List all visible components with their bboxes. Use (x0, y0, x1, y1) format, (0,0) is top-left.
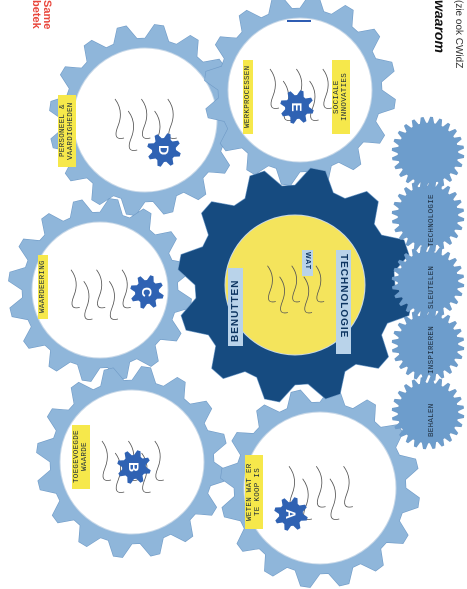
gear-c-letter: C (139, 286, 155, 298)
side-gear-caption-4: TECHNOLOGIE (428, 194, 436, 247)
side-gear-caption-2: INSPIREREN (428, 326, 436, 375)
gear-a-letter: A (283, 508, 299, 520)
side-title: waarom (432, 0, 448, 53)
sketch-center (267, 265, 325, 314)
gear-b-letter: B (126, 461, 142, 473)
gear-a-caption: WETEN WAT ER TE KOOP IS (245, 455, 263, 529)
gear-e-badge (280, 90, 314, 124)
gear-b-badge (117, 450, 151, 484)
side-gear-2 (391, 308, 465, 382)
gear-d-caption: PERSONEEL & VAARDIGHEDEN (58, 95, 76, 167)
gear-c-badge (130, 275, 164, 309)
gear-c-caption: WAARDEERING (38, 255, 48, 319)
red-title-line-1: Same (41, 0, 53, 30)
side-subtitle: (zie ook CWidZ (453, 0, 464, 69)
gear-a-badge (274, 497, 308, 531)
gear-d (49, 24, 241, 216)
gear-e-letter: E (289, 102, 305, 112)
side-gear-5 (391, 116, 465, 190)
gear-b-caption: TOEGEVOEGDE WAARDE (72, 425, 90, 489)
side-gear-caption-1: BEHALEN (428, 403, 436, 437)
side-gear-4 (391, 179, 465, 253)
gear-c (8, 198, 192, 382)
gear-a (220, 388, 420, 588)
side-gear-1 (391, 376, 465, 450)
center-label-benutten: BENUTTEN (228, 268, 243, 346)
gear-d-badge (147, 133, 181, 167)
side-gear-3 (391, 245, 465, 319)
center-label-technologie: TECHNOLOGIE (336, 250, 351, 354)
gear-center (177, 167, 413, 403)
gear-d-letter: D (156, 144, 172, 156)
page-title-red: Same betek (30, 0, 53, 30)
center-label-wat: WAT (302, 250, 313, 276)
gear-e-caption-1: WERKPROCESSEN (243, 60, 253, 134)
sketch-c (70, 269, 131, 320)
side-gear-caption-3: SLEUTELEN (428, 265, 436, 309)
gear-e-top-mark (287, 20, 311, 22)
gear-e-caption-2: SOCIALE INNOVATIES (332, 60, 350, 134)
red-title-line-2: betek (30, 0, 42, 29)
